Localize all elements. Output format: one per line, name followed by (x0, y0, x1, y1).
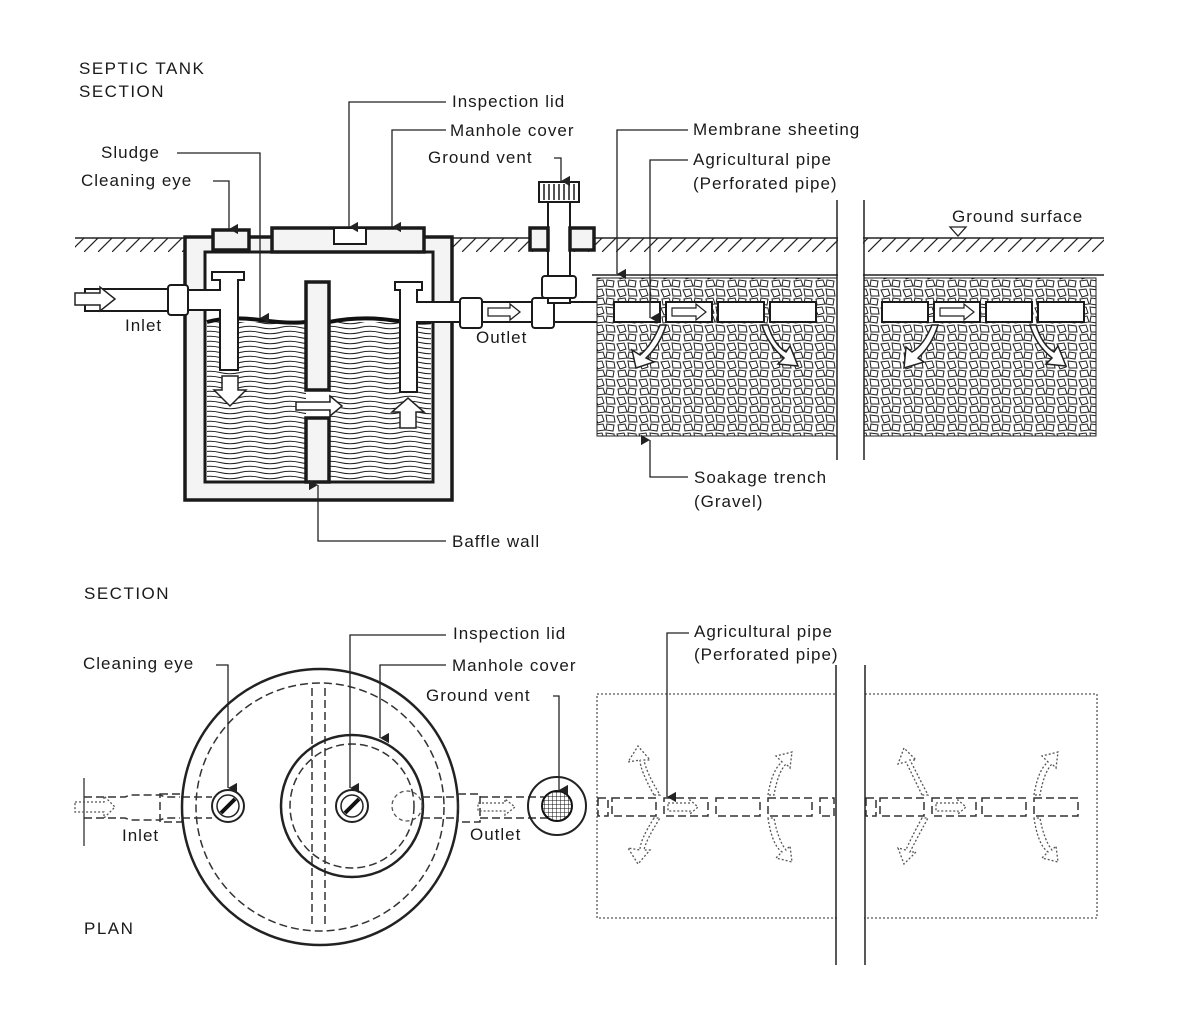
label-manhole-cover: Manhole cover (450, 121, 575, 140)
plan-leader-ground-vent (553, 695, 569, 796)
plan-seepage-arrow-icon (1033, 751, 1059, 863)
label-inlet: Inlet (125, 316, 162, 335)
plan-label-agricultural-pipe-line2: (Perforated pipe) (694, 645, 839, 664)
leader-baffle-wall (308, 479, 446, 542)
plan-cleaning-eye-icon (211, 789, 245, 823)
plan-view: Inspection lid Manhole cover Cleaning ey… (74, 622, 1098, 965)
down-flow-arrow-icon (212, 375, 248, 408)
vent-collar-right (568, 226, 596, 252)
label-ground-surface: Ground surface (952, 207, 1083, 226)
plan-ground-vent-icon (541, 790, 573, 822)
plan-inspection-lid-icon (335, 789, 369, 823)
ground-hatch-right (452, 238, 1104, 252)
up-flow-arrow-icon (390, 397, 426, 429)
plan-label-agricultural-pipe-line1: Agricultural pipe (694, 622, 833, 641)
leader-sludge (177, 152, 270, 324)
label-cleaning-eye: Cleaning eye (81, 171, 192, 190)
vent-coupling (541, 275, 577, 299)
vent-cap-grille (543, 184, 575, 200)
plan-vent-collar (527, 776, 587, 836)
plan-manhole-opening (289, 743, 415, 869)
seepage-arrows (630, 324, 1068, 370)
plan-leader-manhole-cover (379, 664, 446, 744)
outlet-flow-arrow-icon (487, 302, 522, 322)
ground-hatch-left (75, 238, 185, 252)
label-baffle-wall: Baffle wall (452, 532, 540, 551)
plan-label-cleaning-eye: Cleaning eye (83, 654, 194, 673)
label-agricultural-pipe-line2: (Perforated pipe) (693, 174, 838, 193)
plan-inlet-pipe (84, 794, 180, 821)
baffle-flow-arrow-icon (295, 394, 344, 418)
plan-label-outlet: Outlet (470, 825, 521, 844)
plan-outlet-arrow-icon (477, 797, 517, 817)
plan-seepage-arrows (626, 744, 1059, 866)
plan-leader-inspection-lid (349, 634, 446, 794)
plan-outlet-coupling (457, 793, 481, 823)
leader-manhole-cover (391, 129, 446, 233)
plan-outlet-tee (391, 790, 423, 822)
plan-manhole-cover (279, 733, 425, 879)
pipe-flow-arrow-icon (939, 302, 975, 322)
plan-seepage-arrow-icon (896, 746, 930, 866)
section-caption: SECTION (84, 584, 170, 603)
seepage-arrow-icon (760, 324, 800, 367)
label-ground-vent: Ground vent (428, 148, 533, 167)
section-view: SEPTIC TANK SECTION (74, 59, 1104, 603)
cleaning-eye-cap (211, 228, 251, 252)
leader-soakage-trench (640, 434, 688, 478)
leader-inspection-lid (348, 101, 446, 233)
label-soakage-trench-line1: Soakage trench (694, 468, 827, 487)
label-membrane-sheeting: Membrane sheeting (693, 120, 860, 139)
inspection-lid (333, 227, 367, 245)
plan-inlet-arrow-icon (74, 794, 116, 820)
section-heading-line1: SEPTIC TANK (79, 59, 205, 78)
label-inspection-lid: Inspection lid (452, 92, 565, 111)
plan-tank-inner (195, 682, 445, 932)
plan-label-inspection-lid: Inspection lid (453, 624, 566, 643)
outlet-coupling-1 (459, 297, 483, 329)
leader-agricultural-pipe (649, 159, 688, 324)
plan-label-ground-vent: Ground vent (426, 686, 531, 705)
plan-leader-cleaning-eye (216, 664, 238, 794)
plan-label-manhole-cover: Manhole cover (452, 656, 577, 675)
plan-leader-agricultural-pipe (666, 632, 689, 803)
plan-seepage-arrow-icon (767, 751, 793, 863)
seepage-arrow-icon (1028, 324, 1068, 367)
baffle-wall-upper (304, 280, 331, 392)
baffle-wall-lower (304, 416, 331, 484)
plan-pipe-arrow-icon (667, 798, 699, 816)
plan-perforated-pipe (597, 797, 1079, 817)
inlet-flow-arrow-icon (74, 285, 117, 313)
leader-cleaning-eye (213, 180, 239, 235)
plan-pipe-arrow-icon (935, 798, 967, 816)
plan-caption: PLAN (84, 919, 134, 938)
section-heading-line2: SECTION (79, 82, 165, 101)
label-agricultural-pipe-line1: Agricultural pipe (693, 150, 832, 169)
plan-seepage-arrow-icon (626, 744, 662, 866)
plan-label-inlet: Inlet (122, 826, 159, 845)
label-soakage-trench-line2: (Gravel) (694, 492, 763, 511)
inlet-tee (187, 271, 245, 371)
vent-collar-left (528, 226, 550, 252)
label-outlet: Outlet (476, 328, 527, 347)
perforated-pipe-section (613, 301, 1085, 323)
ground-surface-marker-icon (948, 226, 968, 237)
seepage-arrow-icon (903, 324, 940, 370)
seepage-arrow-icon (630, 324, 668, 369)
pipe-flow-arrow-icon (671, 302, 707, 322)
leader-ground-vent (554, 157, 571, 187)
leader-membrane-sheeting (616, 129, 688, 280)
label-sludge: Sludge (101, 143, 160, 162)
